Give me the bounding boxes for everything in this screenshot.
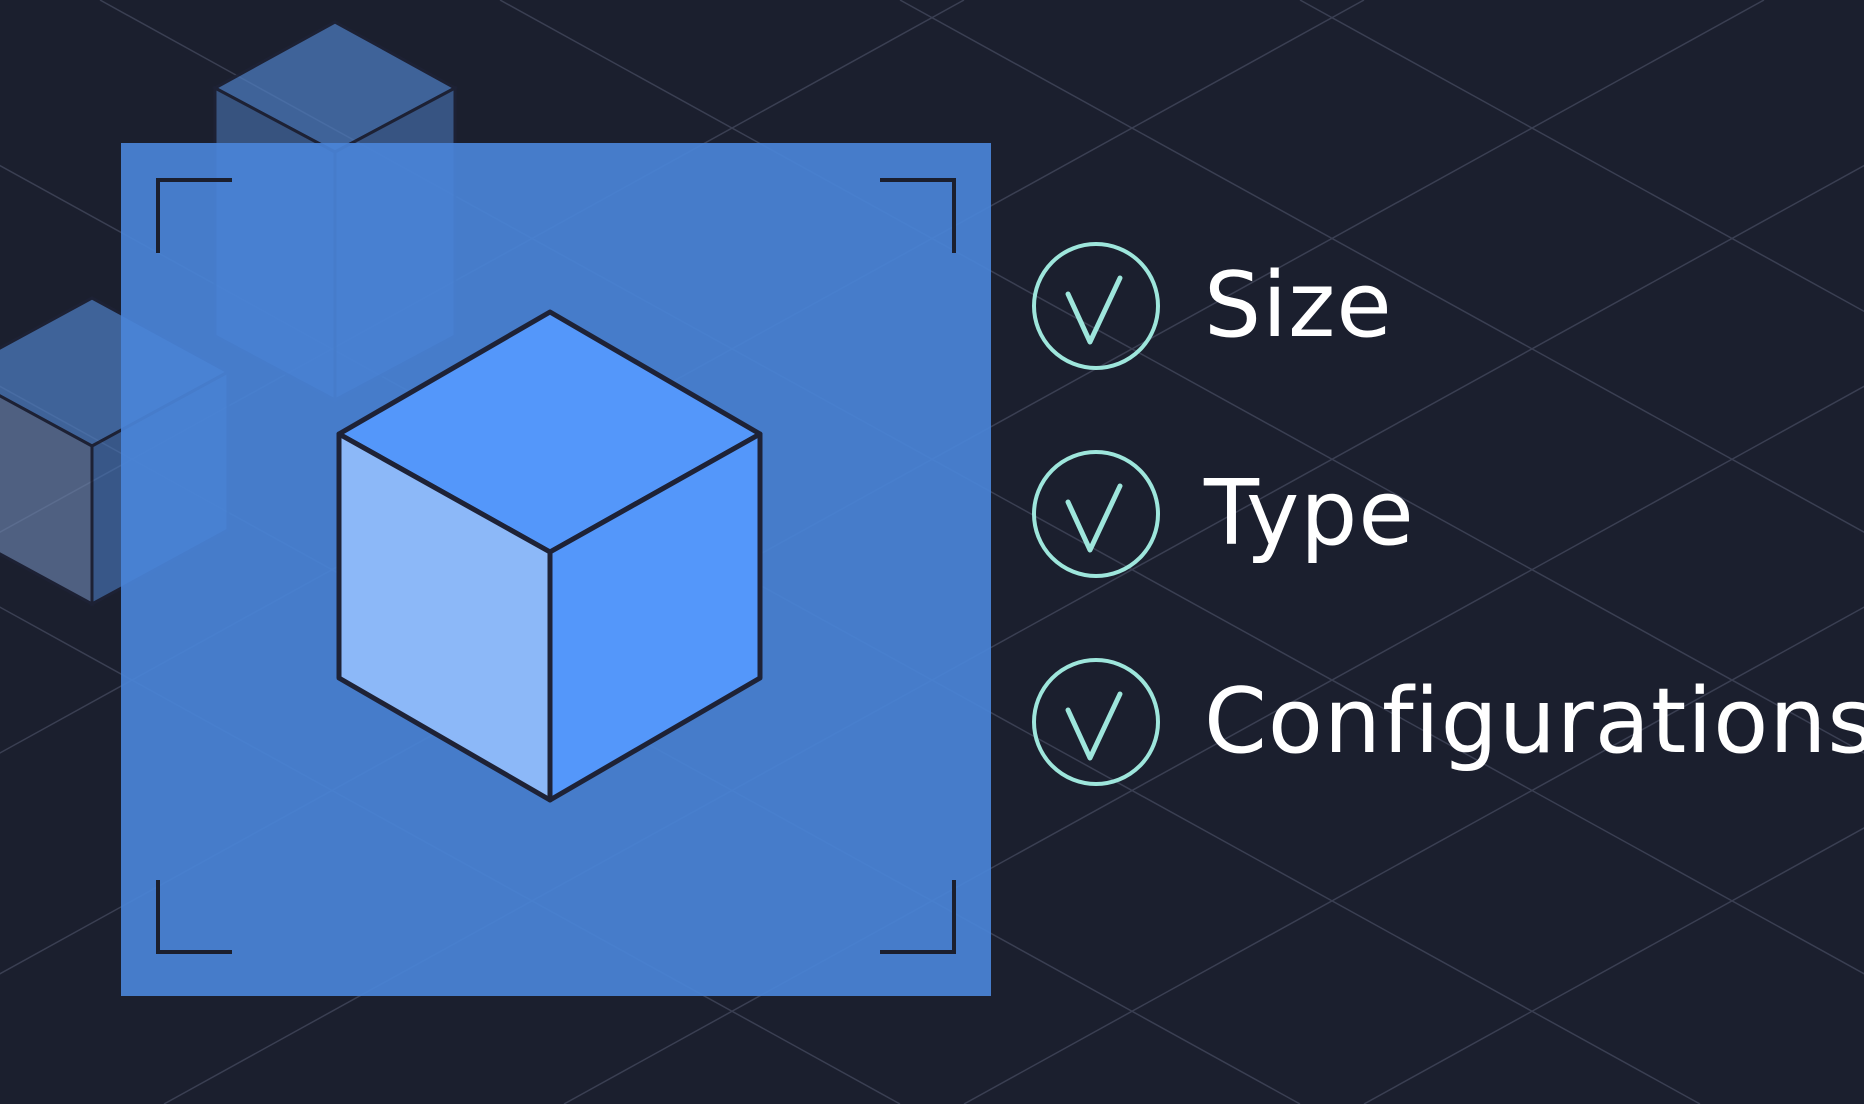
corner-bracket-top-right — [880, 178, 956, 253]
checklist-label: Size — [1204, 253, 1393, 358]
corner-bracket-top-left — [156, 178, 232, 253]
grid-line — [963, 606, 1864, 1104]
corner-bracket-bottom-left — [156, 880, 232, 954]
corner-bracket-bottom-right — [880, 880, 956, 954]
check-circle-icon — [1032, 658, 1160, 786]
checklist-label: Type — [1204, 461, 1415, 566]
checklist-item-type: Type — [1030, 446, 1864, 582]
grid-line — [1363, 827, 1864, 1104]
checklist-label: Configurations — [1204, 669, 1864, 774]
grid-line — [899, 0, 1864, 533]
checklist: Size Type Configurations — [1030, 238, 1864, 862]
cube-icon — [336, 309, 763, 803]
check-circle-icon — [1032, 450, 1160, 578]
checklist-item-size: Size — [1030, 238, 1864, 374]
grid-line — [1299, 0, 1864, 313]
checklist-item-configurations: Configurations — [1030, 654, 1864, 790]
corner-brackets — [156, 178, 956, 954]
check-circle-icon — [1032, 242, 1160, 370]
